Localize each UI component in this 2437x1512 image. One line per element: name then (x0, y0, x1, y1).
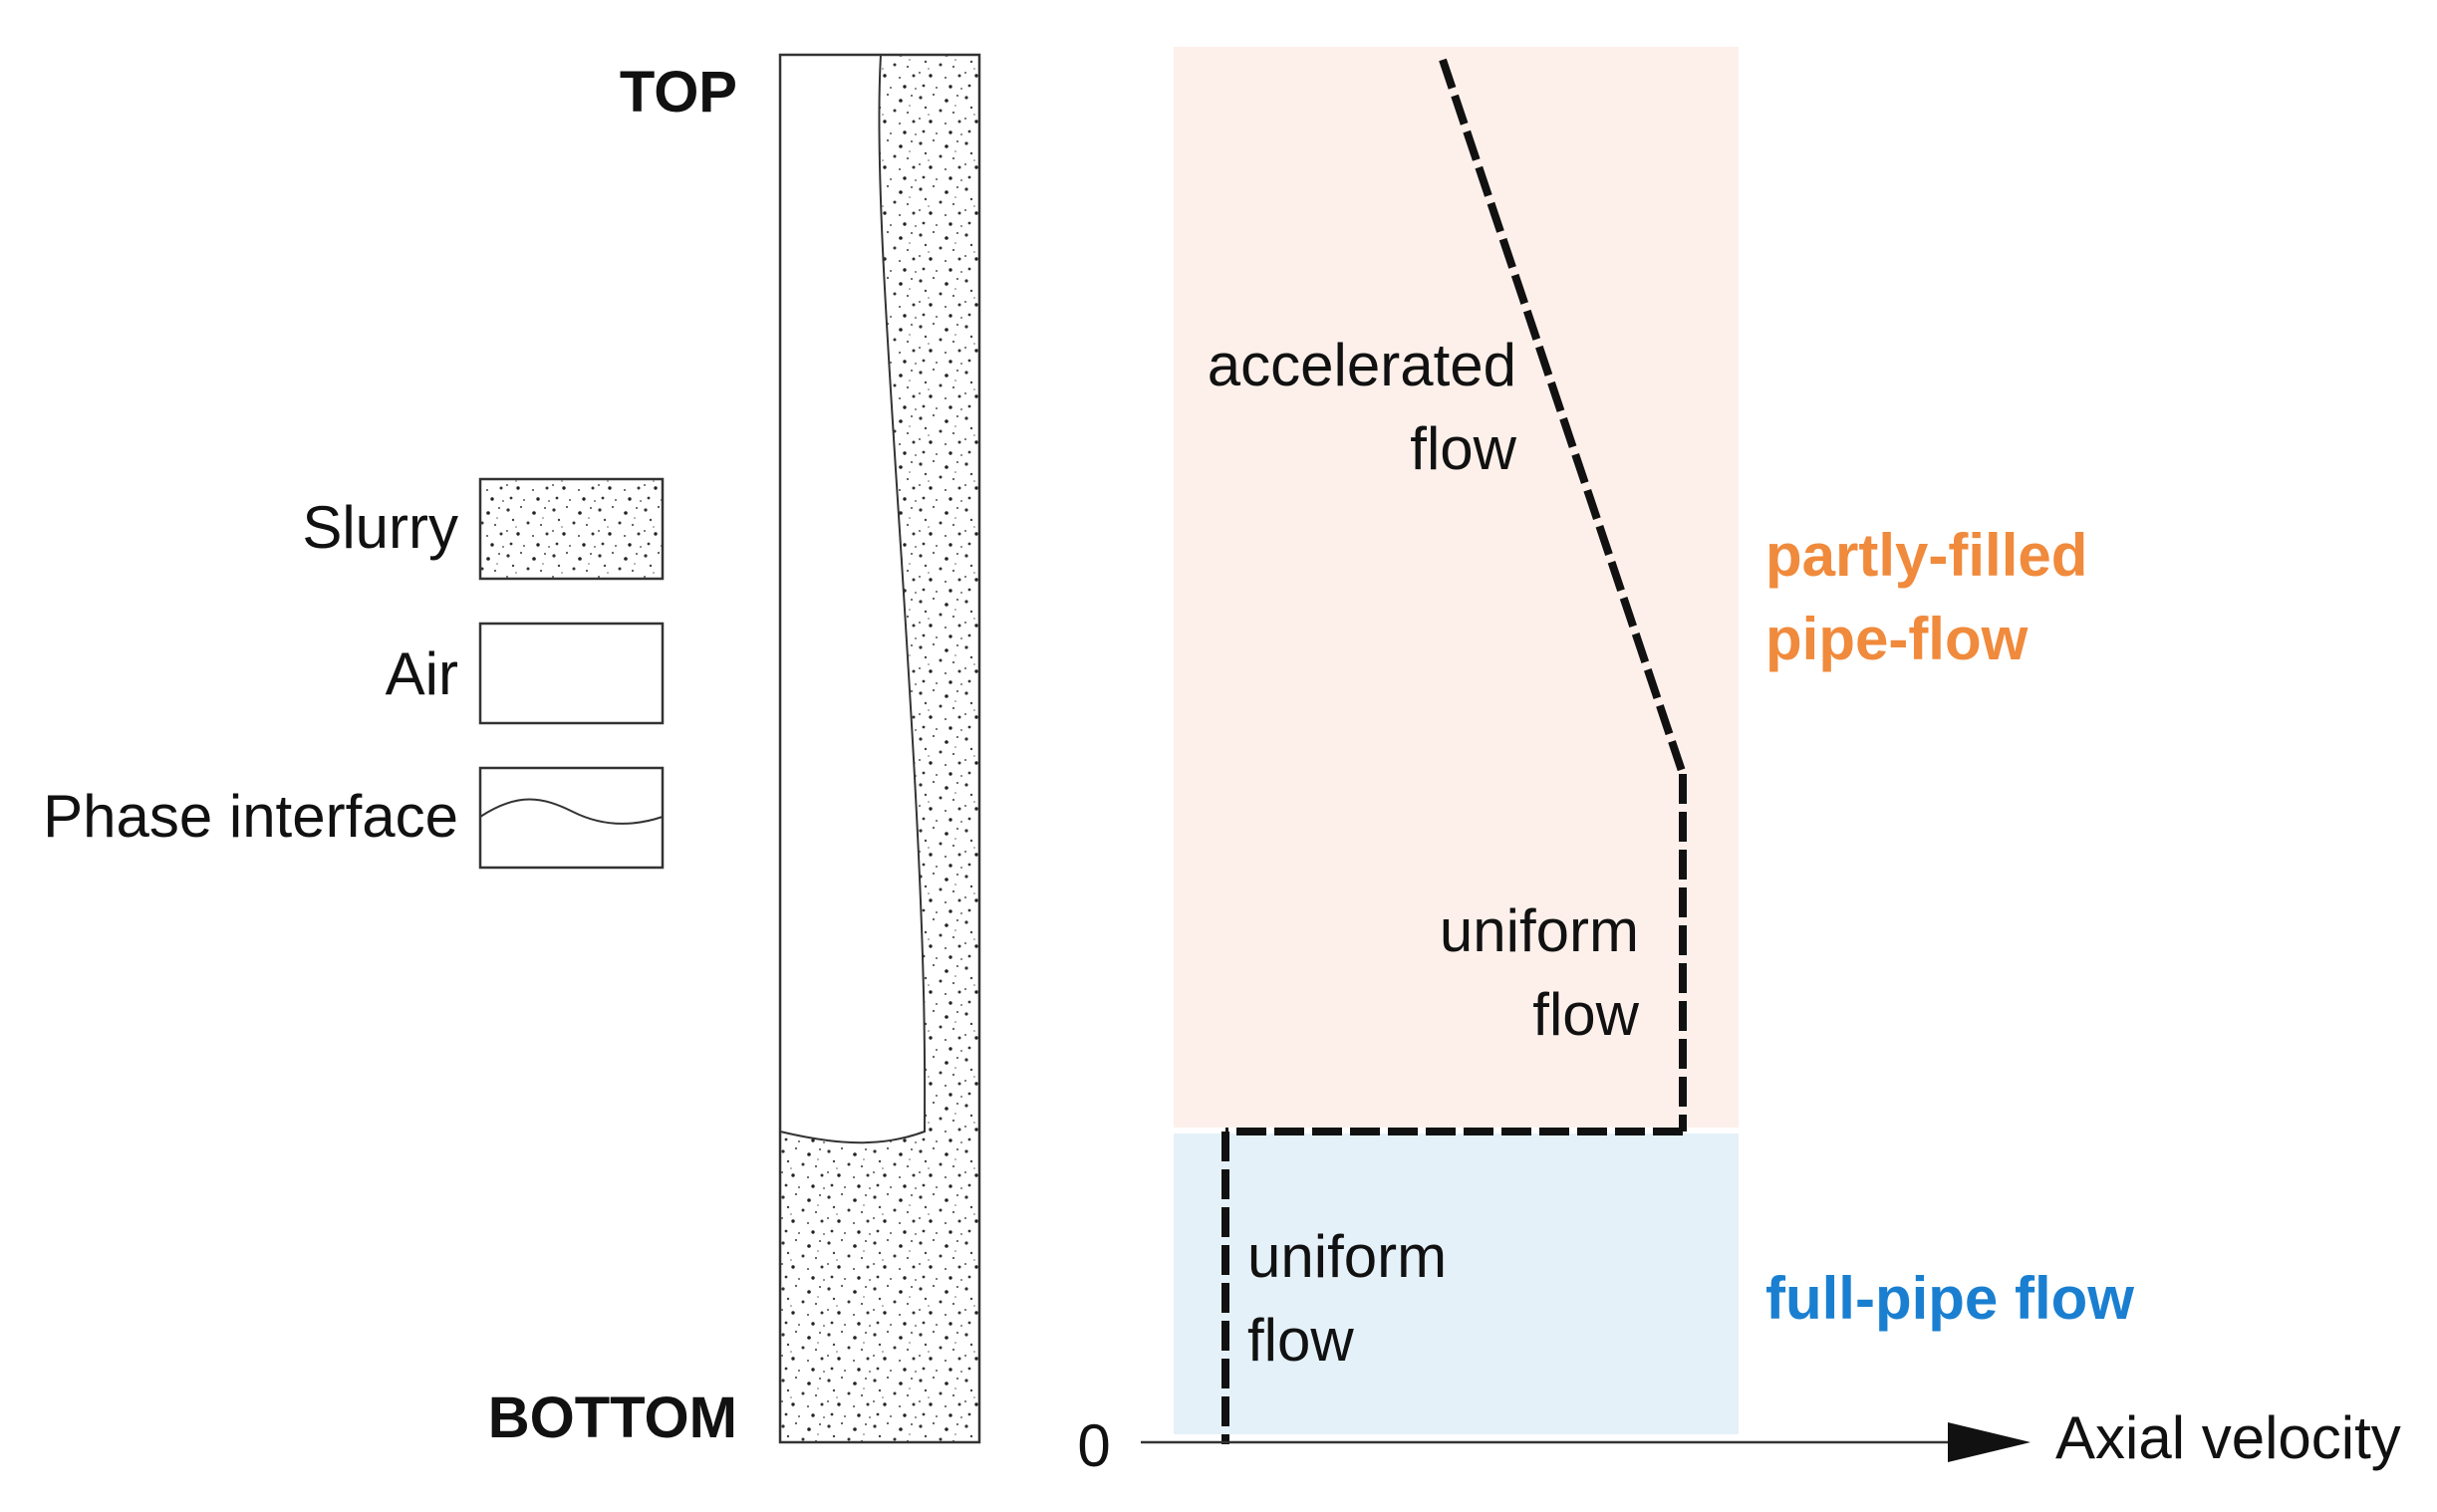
legend-label-phase-interface: Phase interface (43, 783, 458, 850)
uniform-flow-upper-label-line1: uniform (1440, 897, 1639, 964)
pipe-outline (778, 53, 981, 1444)
partly-filled-label-line2: pipe-flow (1765, 606, 2029, 672)
air-swatch (478, 622, 665, 725)
axis-arrow-head (1948, 1422, 2031, 1462)
full-pipe-region (1174, 1134, 1739, 1434)
pipe-bottom-label: BOTTOM (488, 1386, 737, 1450)
uniform-flow-lower-label-line2: flow (1247, 1307, 1354, 1374)
phase-interface-swatch-curve (479, 798, 664, 825)
pipe-top-label: TOP (620, 60, 737, 125)
phase-interface (779, 54, 927, 1144)
full-pipe-label: full-pipe flow (1765, 1265, 2134, 1332)
uniform-flow-upper-label-line2: flow (1532, 981, 1639, 1048)
accelerated-flow-label-line2: flow (1410, 415, 1516, 482)
legend-label-slurry: Slurry (302, 494, 458, 561)
accelerated-flow-segment (1439, 58, 1687, 776)
legend: Slurry Air Phase interface (43, 477, 665, 870)
partly-filled-label-line1: partly-filled (1765, 522, 2087, 589)
velocity-profile-line (1221, 58, 1687, 1444)
pipe-air-region (780, 55, 926, 1143)
pipe-schematic (778, 53, 981, 1444)
uniform-flow-lower-label-line1: uniform (1247, 1223, 1447, 1290)
legend-label-air: Air (386, 640, 458, 707)
axis-origin-label: 0 (1077, 1412, 1110, 1479)
phase-interface-swatch (478, 766, 665, 870)
partly-filled-region (1174, 47, 1739, 1128)
accelerated-flow-label-line1: accelerated (1208, 332, 1516, 398)
axis-title: Axial velocity (2055, 1404, 2401, 1471)
slurry-swatch (478, 477, 665, 581)
